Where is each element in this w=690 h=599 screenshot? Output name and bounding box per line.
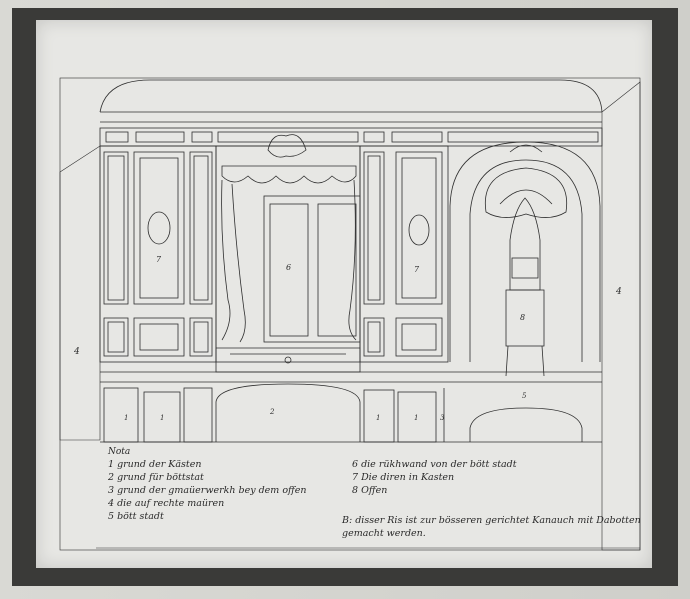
left-wall — [59, 145, 101, 441]
right-door-medallion — [408, 214, 430, 246]
ceiling-vault — [99, 79, 603, 113]
left-door — [133, 151, 185, 305]
svg-text:1: 1 — [124, 414, 128, 422]
stove-number: 8 — [520, 313, 525, 322]
stove-top — [509, 197, 541, 291]
legend-note: B: disser Ris ist zur bösseren gerichtet… — [342, 515, 641, 539]
alcove-back-panel-left — [269, 203, 309, 337]
right-lower-panels — [363, 317, 443, 357]
right-door-inset — [401, 157, 437, 299]
right-pilaster — [363, 151, 385, 305]
niche-shell-ornament — [484, 167, 568, 218]
alcove-number: 6 — [286, 263, 291, 272]
curtain-valance — [221, 165, 357, 184]
legend: Nota 1 grund der Kästen 2 grund für bött… — [108, 447, 648, 568]
svg-text:1: 1 — [414, 414, 418, 422]
left-door-number: 7 — [156, 255, 162, 264]
bed-base-ornament — [284, 356, 292, 364]
right-cabinet — [359, 145, 449, 363]
legend-item: 6 die rükhwand von der bött stadt — [352, 459, 517, 470]
frieze-panels — [105, 131, 599, 143]
stove-legs — [505, 345, 545, 377]
curtain-left-2 — [231, 183, 246, 343]
bed-base — [215, 347, 361, 373]
drawing-sheet — [36, 20, 652, 568]
svg-text:5: 5 — [522, 392, 527, 400]
left-door-medallion — [147, 211, 171, 245]
left-door-inset — [139, 157, 179, 299]
stove-niche-arch-inner — [469, 159, 583, 362]
alcove-crest — [267, 134, 307, 158]
right-door — [395, 151, 443, 305]
legend-item: 5 bött stadt — [108, 511, 164, 522]
stove-panel — [511, 257, 539, 279]
left-pilaster-b — [189, 151, 213, 305]
right-pilaster-inset — [367, 155, 381, 301]
svg-text:1: 1 — [160, 414, 164, 422]
right-door-number: 7 — [414, 265, 420, 274]
left-pilaster — [103, 151, 129, 305]
legend-item: 2 grund für böttstat — [108, 472, 204, 483]
right-wall — [601, 81, 641, 551]
alcove-back-panel-right — [317, 203, 357, 337]
svg-text:2: 2 — [269, 408, 275, 416]
legend-header: Nota — [108, 447, 131, 457]
legend-item: 1 grund der Kästen — [108, 459, 202, 470]
legend-item: 7 Die diren in Kasten — [352, 472, 455, 483]
legend-item: 3 grund der gmaüerwerkh bey dem offen — [108, 485, 307, 496]
left-wall-number: 4 — [73, 347, 80, 357]
left-cabinet — [99, 145, 217, 363]
legend-left-column: 1 grund der Kästen 2 grund für böttstat … — [108, 458, 348, 523]
right-wall-number: 4 — [615, 287, 622, 297]
legend-item: 4 die auf rechte maüren — [108, 498, 225, 509]
legend-right-column: 6 die rükhwand von der bött stadt 7 Die … — [352, 458, 652, 497]
curtain-right — [348, 179, 357, 341]
svg-text:3: 3 — [440, 414, 445, 422]
left-lower-panels — [103, 317, 213, 357]
left-pilaster-inset — [107, 155, 125, 301]
base-numbers: 1 1 2 1 1 3 5 — [124, 392, 527, 422]
niche-shell-ribs — [499, 189, 553, 205]
base-plan — [100, 383, 602, 443]
frieze — [99, 127, 603, 147]
left-pilaster-b-inset — [193, 155, 209, 301]
curtain-left — [221, 179, 231, 341]
stove-niche-arch — [449, 141, 601, 362]
alcove-back-panel — [263, 195, 361, 343]
svg-text:1: 1 — [376, 414, 380, 422]
legend-item: 8 Offen — [352, 485, 388, 496]
niche-crest — [509, 144, 543, 153]
